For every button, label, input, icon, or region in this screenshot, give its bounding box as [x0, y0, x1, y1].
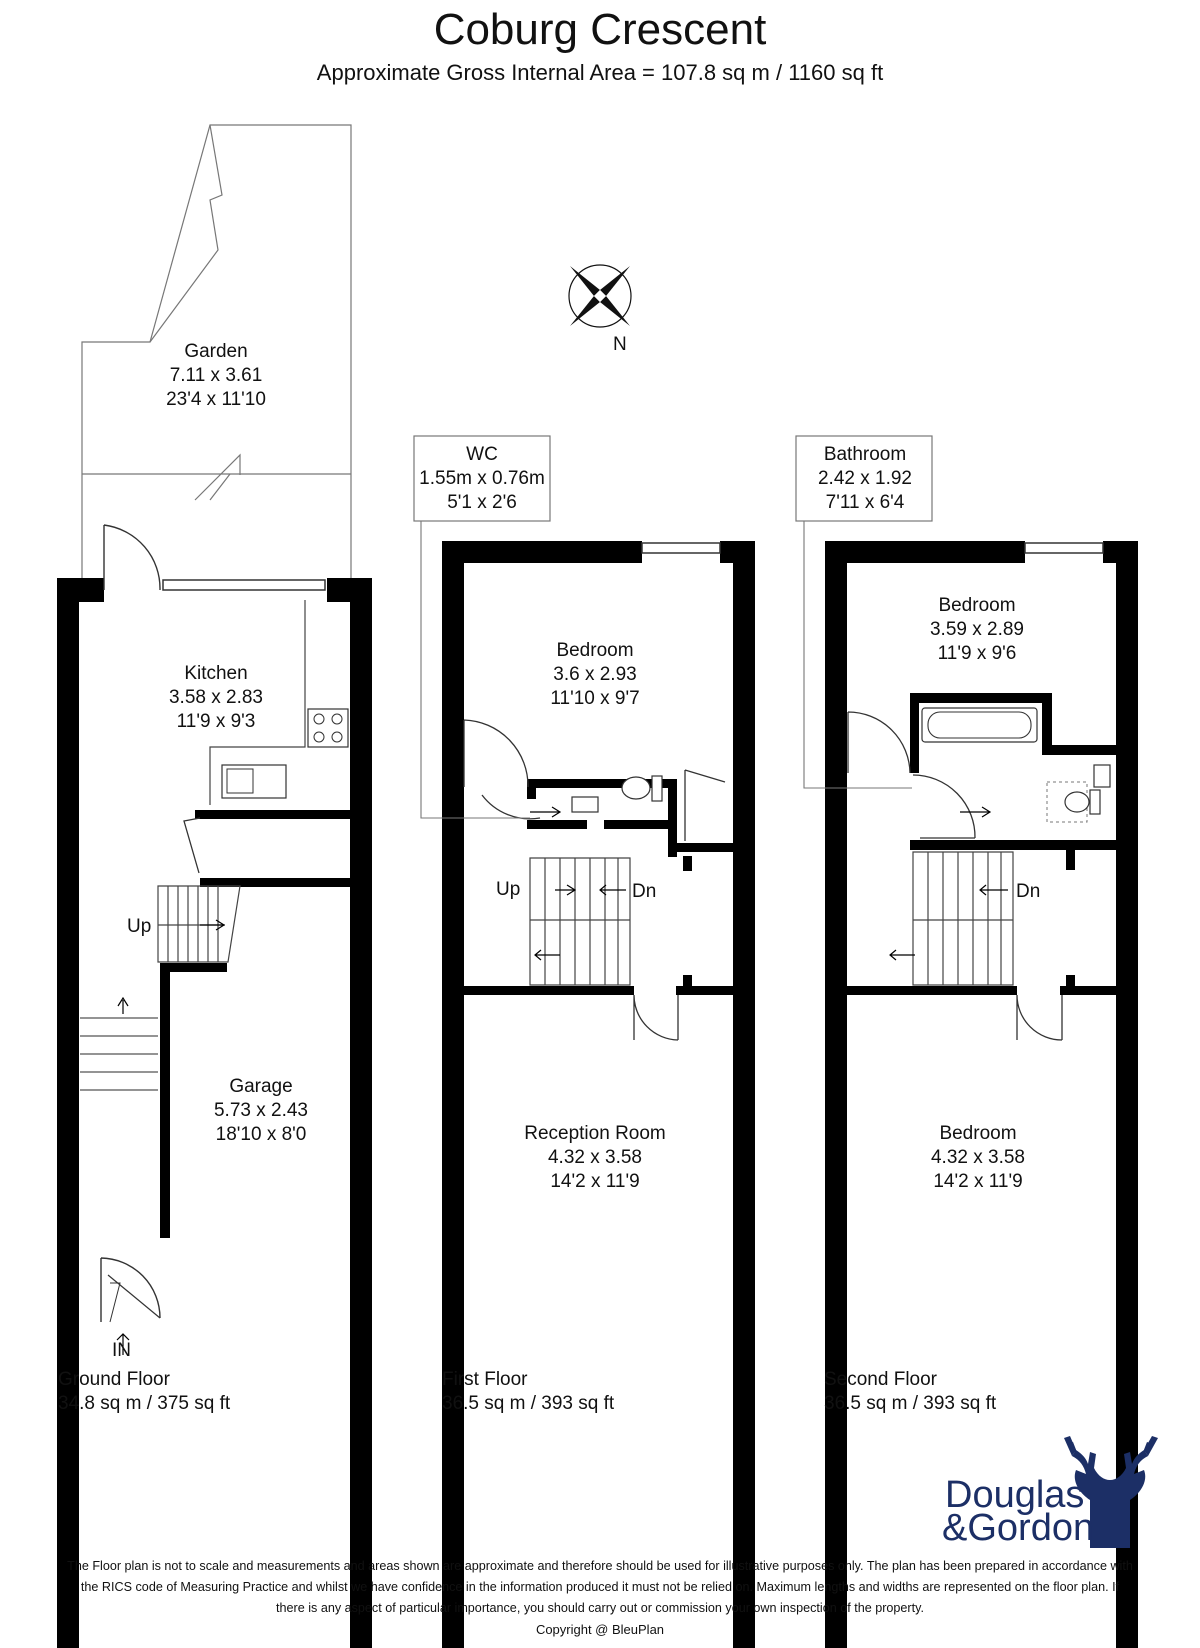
ground-floor-plan — [57, 524, 372, 1648]
garden-imperial: 23'4 x 11'10 — [166, 389, 266, 410]
bathroom-imperial: 7'11 x 6'4 — [826, 492, 905, 513]
wall-west-1 — [442, 541, 464, 1648]
second-bedroom-rear-imperial: 11'9 x 9'6 — [938, 643, 1017, 664]
bath — [921, 707, 1038, 743]
ground-up-marker: Up — [127, 916, 151, 937]
kitchen-window — [162, 579, 326, 591]
second-floor-name: Second Floor — [824, 1369, 938, 1390]
wc-name: WC — [466, 444, 498, 465]
gross-area-subtitle: Approximate Gross Internal Area = 107.8 … — [316, 60, 884, 85]
wall-east-1 — [733, 541, 755, 1648]
kitchen-name: Kitchen — [184, 663, 247, 684]
logo-line2: &Gordon — [942, 1507, 1094, 1549]
wall-garage-north — [200, 878, 372, 887]
bathroom-metric: 2.42 x 1.92 — [818, 468, 912, 489]
bathroom-basin — [1093, 764, 1111, 788]
stairs-second — [889, 851, 1014, 986]
disclaimer-line-1: The Floor plan is not to scale and measu… — [67, 1559, 1133, 1573]
first-bedroom-imperial: 11'10 x 9'7 — [550, 688, 639, 709]
garage-imperial: 18'10 x 8'0 — [216, 1124, 307, 1145]
wall-kitchen-south — [195, 810, 372, 819]
entrance-marker: IN — [112, 1340, 131, 1361]
wall-west-2 — [825, 541, 847, 1648]
disclaimer-line-2: the RICS code of Measuring Practice and … — [80, 1580, 1120, 1594]
wall-north-west-stub — [57, 578, 104, 602]
first-floor-plan — [413, 435, 755, 1648]
ground-floor-area: 34.8 sq m / 375 sq ft — [58, 1393, 231, 1414]
back-door-swing — [103, 524, 161, 591]
second-floor-area: 36.5 sq m / 393 sq ft — [824, 1393, 997, 1414]
first-down-marker: Dn — [632, 881, 656, 902]
page-title: Coburg Crescent — [433, 5, 767, 54]
entrance-arrow — [116, 1333, 130, 1355]
compass-north-label: N — [613, 334, 627, 355]
wc-imperial: 5'1 x 2'6 — [447, 492, 517, 513]
wc-toilet — [621, 776, 651, 800]
douglas-gordon-logo: Douglas &Gordon — [940, 1430, 1190, 1550]
wc-basin — [571, 796, 599, 813]
second-bedroom-rear-metric: 3.59 x 2.89 — [930, 619, 1024, 640]
kitchen-metric: 3.58 x 2.83 — [169, 687, 263, 708]
first-floor-caption: First Floor 36.5 sq m / 393 sq ft — [442, 1368, 614, 1416]
compass-icon — [568, 264, 632, 328]
first-bedroom-metric: 3.6 x 2.93 — [553, 664, 636, 685]
hob — [307, 708, 349, 748]
bathroom-toilet — [1064, 791, 1090, 813]
first-bedroom-name: Bedroom — [556, 640, 633, 661]
bedroom-window-1 — [641, 542, 721, 554]
disclaimer-line-3: there is any aspect of particular import… — [276, 1601, 924, 1615]
second-bedroom-front-imperial: 14'2 x 11'9 — [933, 1171, 1022, 1192]
reception-name: Reception Room — [524, 1123, 666, 1144]
first-up-marker: Up — [496, 879, 520, 900]
second-bedroom-rear-name: Bedroom — [938, 595, 1015, 616]
second-down-marker: Dn — [1016, 881, 1040, 902]
first-floor-area: 36.5 sq m / 393 sq ft — [442, 1393, 615, 1414]
garage-metric: 5.73 x 2.43 — [214, 1100, 308, 1121]
front-door-swing — [100, 1257, 161, 1322]
copyright: Copyright @ BleuPlan — [535, 1622, 665, 1637]
second-floor-plan — [795, 435, 1138, 1648]
entrance-steps — [80, 996, 158, 1091]
garden-outline — [81, 124, 352, 579]
reception-imperial: 14'2 x 11'9 — [550, 1171, 639, 1192]
bathroom-label-box — [795, 435, 933, 522]
first-floor-name: First Floor — [442, 1369, 528, 1390]
second-bedroom-front-name: Bedroom — [939, 1123, 1016, 1144]
ground-floor-caption: Ground Floor 34.8 sq m / 375 sq ft — [58, 1368, 230, 1416]
second-bedroom-front-metric: 4.32 x 3.58 — [931, 1147, 1025, 1168]
wc-label-box — [413, 435, 551, 522]
garden-name: Garden — [184, 341, 247, 362]
garage-name: Garage — [229, 1076, 292, 1097]
logo-line1: Douglas — [945, 1474, 1084, 1516]
bathroom-name: Bathroom — [824, 444, 906, 465]
reception-metric: 4.32 x 3.58 — [548, 1147, 642, 1168]
second-floor-caption: Second Floor 36.5 sq m / 393 sq ft — [824, 1368, 996, 1416]
ground-floor-name: Ground Floor — [58, 1369, 170, 1390]
stag-icon: Douglas &Gordon — [942, 1436, 1158, 1549]
wall-east — [350, 578, 372, 1648]
bedroom-window-2 — [1024, 542, 1104, 554]
stairs-ground — [157, 885, 241, 963]
garden-metric: 7.11 x 3.61 — [170, 365, 263, 386]
disclaimer: The Floor plan is not to scale and measu… — [6, 1556, 1194, 1619]
wc-metric: 1.55m x 0.76m — [419, 468, 545, 489]
kitchen-imperial: 11'9 x 9'3 — [177, 711, 256, 732]
wall-garage-west — [160, 963, 170, 1238]
wall-garage-northwest — [160, 963, 227, 972]
wall-west — [57, 578, 79, 1648]
wall-east-2 — [1116, 541, 1138, 1648]
stairs-first — [529, 857, 631, 986]
